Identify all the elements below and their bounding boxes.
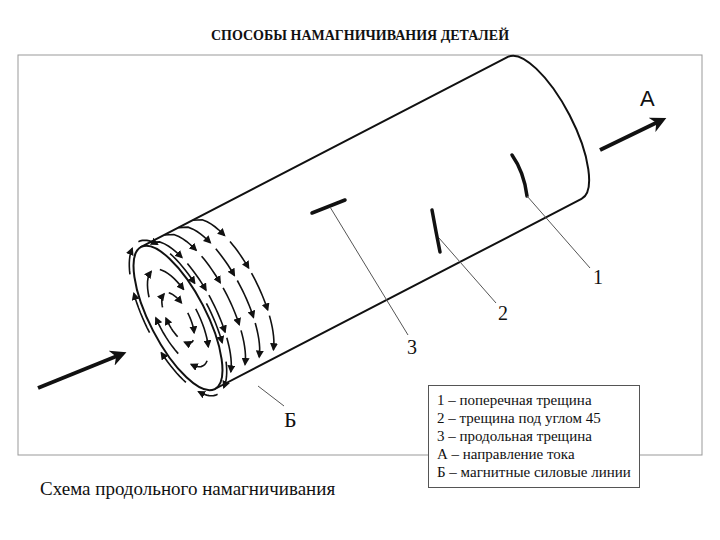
field-line [199,385,218,402]
field-line [216,247,235,277]
field-line [235,280,256,317]
field-line [193,210,225,245]
field-line [164,225,196,260]
field-line [130,294,153,333]
leader-line [258,386,284,406]
field-line [157,294,169,308]
leader-line [439,238,496,303]
legend-entry: Б – магнитные силовые линии [437,463,631,481]
longitudinal-crack [312,200,345,213]
legend-entry: 2 – трещина под углом 45 [437,409,631,427]
field-line [169,290,182,306]
field-line [216,338,241,372]
field-line [259,316,284,350]
leader-line [330,207,408,335]
field-line [185,313,197,333]
field-line [161,349,185,386]
legend-entry: 1 – поперечная трещина [437,391,631,409]
cylinder-end [116,234,239,402]
transverse-crack [512,155,527,196]
field-line [249,273,270,310]
callout-number: 1 [593,266,603,289]
label-b: Б [284,407,297,432]
callout-number: 2 [498,302,508,325]
field-line [214,362,236,388]
field-line [160,264,184,295]
leader-line [527,196,590,268]
field-lines [110,202,294,409]
current-arrow-out [600,120,662,150]
callout-number: 3 [407,336,417,359]
caption: Схема продольного намагничивания [40,478,335,500]
field-line [245,323,270,357]
cylinder-part [110,39,609,409]
field-line [138,234,157,251]
field-line [185,338,194,345]
field-line [166,317,178,337]
field-line [178,218,210,253]
legend-entry: 3 – продольная трещина [437,427,631,445]
current-arrow-in [38,354,122,388]
label-a: А [640,86,655,111]
field-line [170,250,194,287]
field-line [202,254,221,284]
title: СПОСОБЫ НАМАГНИЧИВАНИЯ ДЕТАЛЕЙ [0,28,720,44]
field-line [150,233,182,268]
field-line [120,249,142,275]
field-line [139,272,161,298]
legend-box: 1 – поперечная трещина2 – трещина под уг… [428,385,640,488]
field-line [221,288,242,325]
legend-entry: А – направление тока [437,445,631,463]
field-line [230,330,255,364]
angled-crack [432,210,440,252]
field-line [191,357,208,370]
field-line [156,316,179,355]
field-line [230,240,249,270]
